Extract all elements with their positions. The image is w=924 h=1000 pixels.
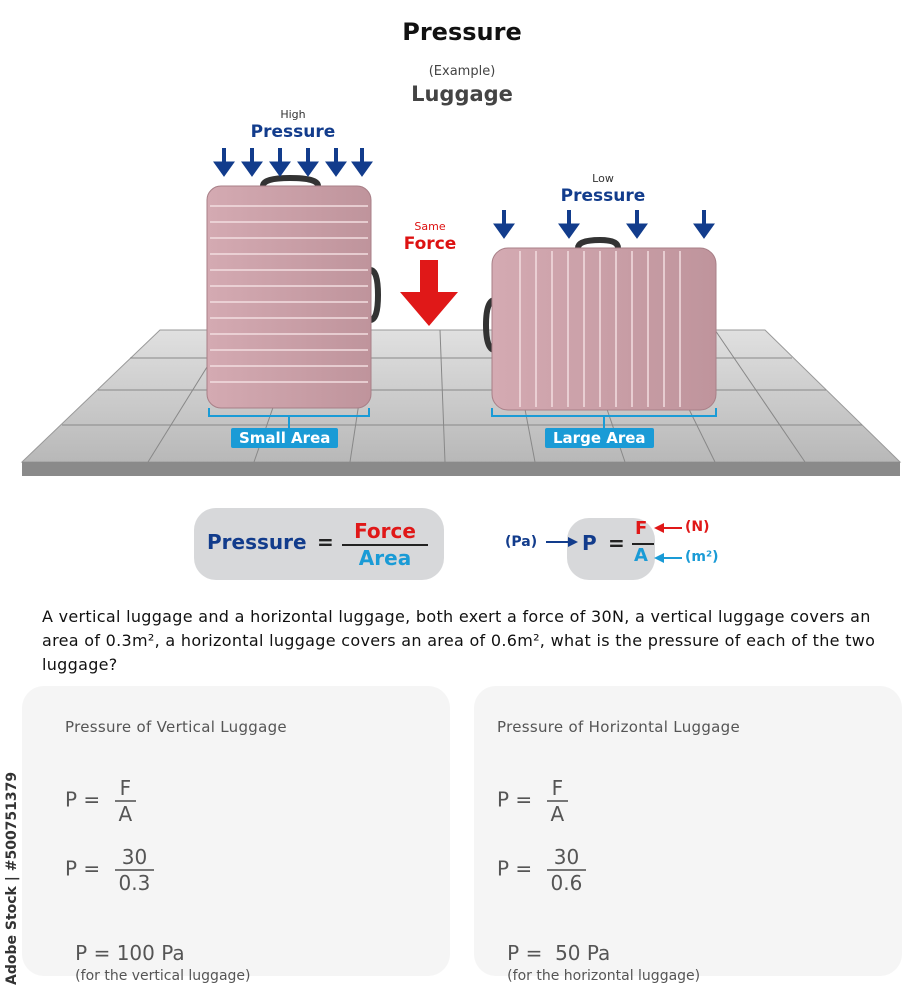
large-area-label: Large Area: [545, 428, 654, 448]
large-area-bracket: [491, 408, 717, 428]
formula-equals: =: [317, 530, 334, 554]
step1-denominator: A: [118, 802, 133, 826]
step1-lhs: P =: [497, 787, 533, 812]
arrow-left-icon: [654, 553, 682, 563]
result-note: (for the horizontal luggage): [507, 968, 701, 984]
arrow-down-icon: [351, 148, 373, 177]
page-title: Pressure: [402, 18, 522, 46]
formula-fraction-bar: [342, 544, 428, 546]
symbol-equals: =: [608, 531, 625, 555]
small-area-bracket: [208, 408, 370, 428]
symbol-a: A: [634, 545, 648, 566]
step2-numerator: 30: [114, 845, 155, 871]
arrow-down-icon: [493, 210, 515, 239]
arrow-down-icon: [325, 148, 347, 177]
arrow-down-icon: [241, 148, 263, 177]
example-label: (Example): [428, 64, 496, 79]
force-label: Force: [403, 234, 457, 254]
arrow-down-icon: [626, 210, 648, 239]
step2-lhs: P =: [65, 856, 101, 881]
arrow-down-icon: [558, 210, 580, 239]
step1-numerator: F: [114, 776, 137, 802]
arrow-left-icon: [654, 523, 682, 533]
formula-denominator: Area: [358, 546, 412, 570]
high-pressure-arrows: [213, 148, 373, 177]
symbol-formula-box: [567, 518, 655, 580]
result-text: P = 100 Pa: [75, 941, 185, 965]
m2-label: (m²): [685, 549, 719, 565]
step1-numerator: F: [546, 776, 569, 802]
step1-denominator: A: [550, 802, 565, 826]
formula-numerator: Force: [354, 519, 416, 543]
step2-denominator: 0.6: [550, 871, 583, 895]
formula-lhs: Pressure: [207, 530, 307, 554]
n-label: (N): [685, 519, 710, 535]
step2-lhs: P =: [497, 856, 533, 881]
result-text: P = 50 Pa: [507, 941, 611, 965]
panel-title: Pressure of Vertical Luggage: [65, 718, 287, 736]
symbol-p: P: [582, 531, 597, 555]
step1-lhs: P =: [65, 787, 101, 812]
low-pressure-label: Pressure: [560, 186, 646, 206]
panel-title: Pressure of Horizontal Luggage: [497, 718, 740, 736]
tiled-floor: [20, 329, 902, 476]
step2-denominator: 0.3: [118, 871, 151, 895]
page-subtitle: Luggage: [411, 82, 513, 106]
watermark-text: Adobe Stock | #500751379: [4, 771, 20, 985]
horizontal-luggage: [482, 236, 717, 411]
arrow-down-icon: [269, 148, 291, 177]
arrow-down-icon: [213, 148, 235, 177]
question-text: A vertical luggage and a horizontal lugg…: [42, 607, 876, 674]
step2-numerator: 30: [546, 845, 587, 871]
pa-label: (Pa): [505, 534, 538, 550]
arrow-right-icon: [546, 537, 578, 547]
result-note: (for the vertical luggage): [75, 968, 251, 984]
symbol-formula-arrows: [546, 523, 682, 563]
small-area-label: Small Area: [231, 428, 339, 448]
low-pressure-arrows: [493, 210, 715, 239]
force-arrow-icon: [400, 260, 458, 326]
high-label: High: [280, 108, 306, 121]
arrow-down-icon: [693, 210, 715, 239]
high-pressure-label: Pressure: [250, 122, 336, 142]
arrow-down-icon: [297, 148, 319, 177]
vertical-luggage: [206, 174, 382, 409]
horizontal-luggage-panel: [474, 686, 902, 976]
symbol-f: F: [635, 518, 648, 539]
same-label: Same: [414, 220, 446, 233]
low-label: Low: [592, 172, 614, 185]
vertical-luggage-panel: [22, 686, 450, 976]
